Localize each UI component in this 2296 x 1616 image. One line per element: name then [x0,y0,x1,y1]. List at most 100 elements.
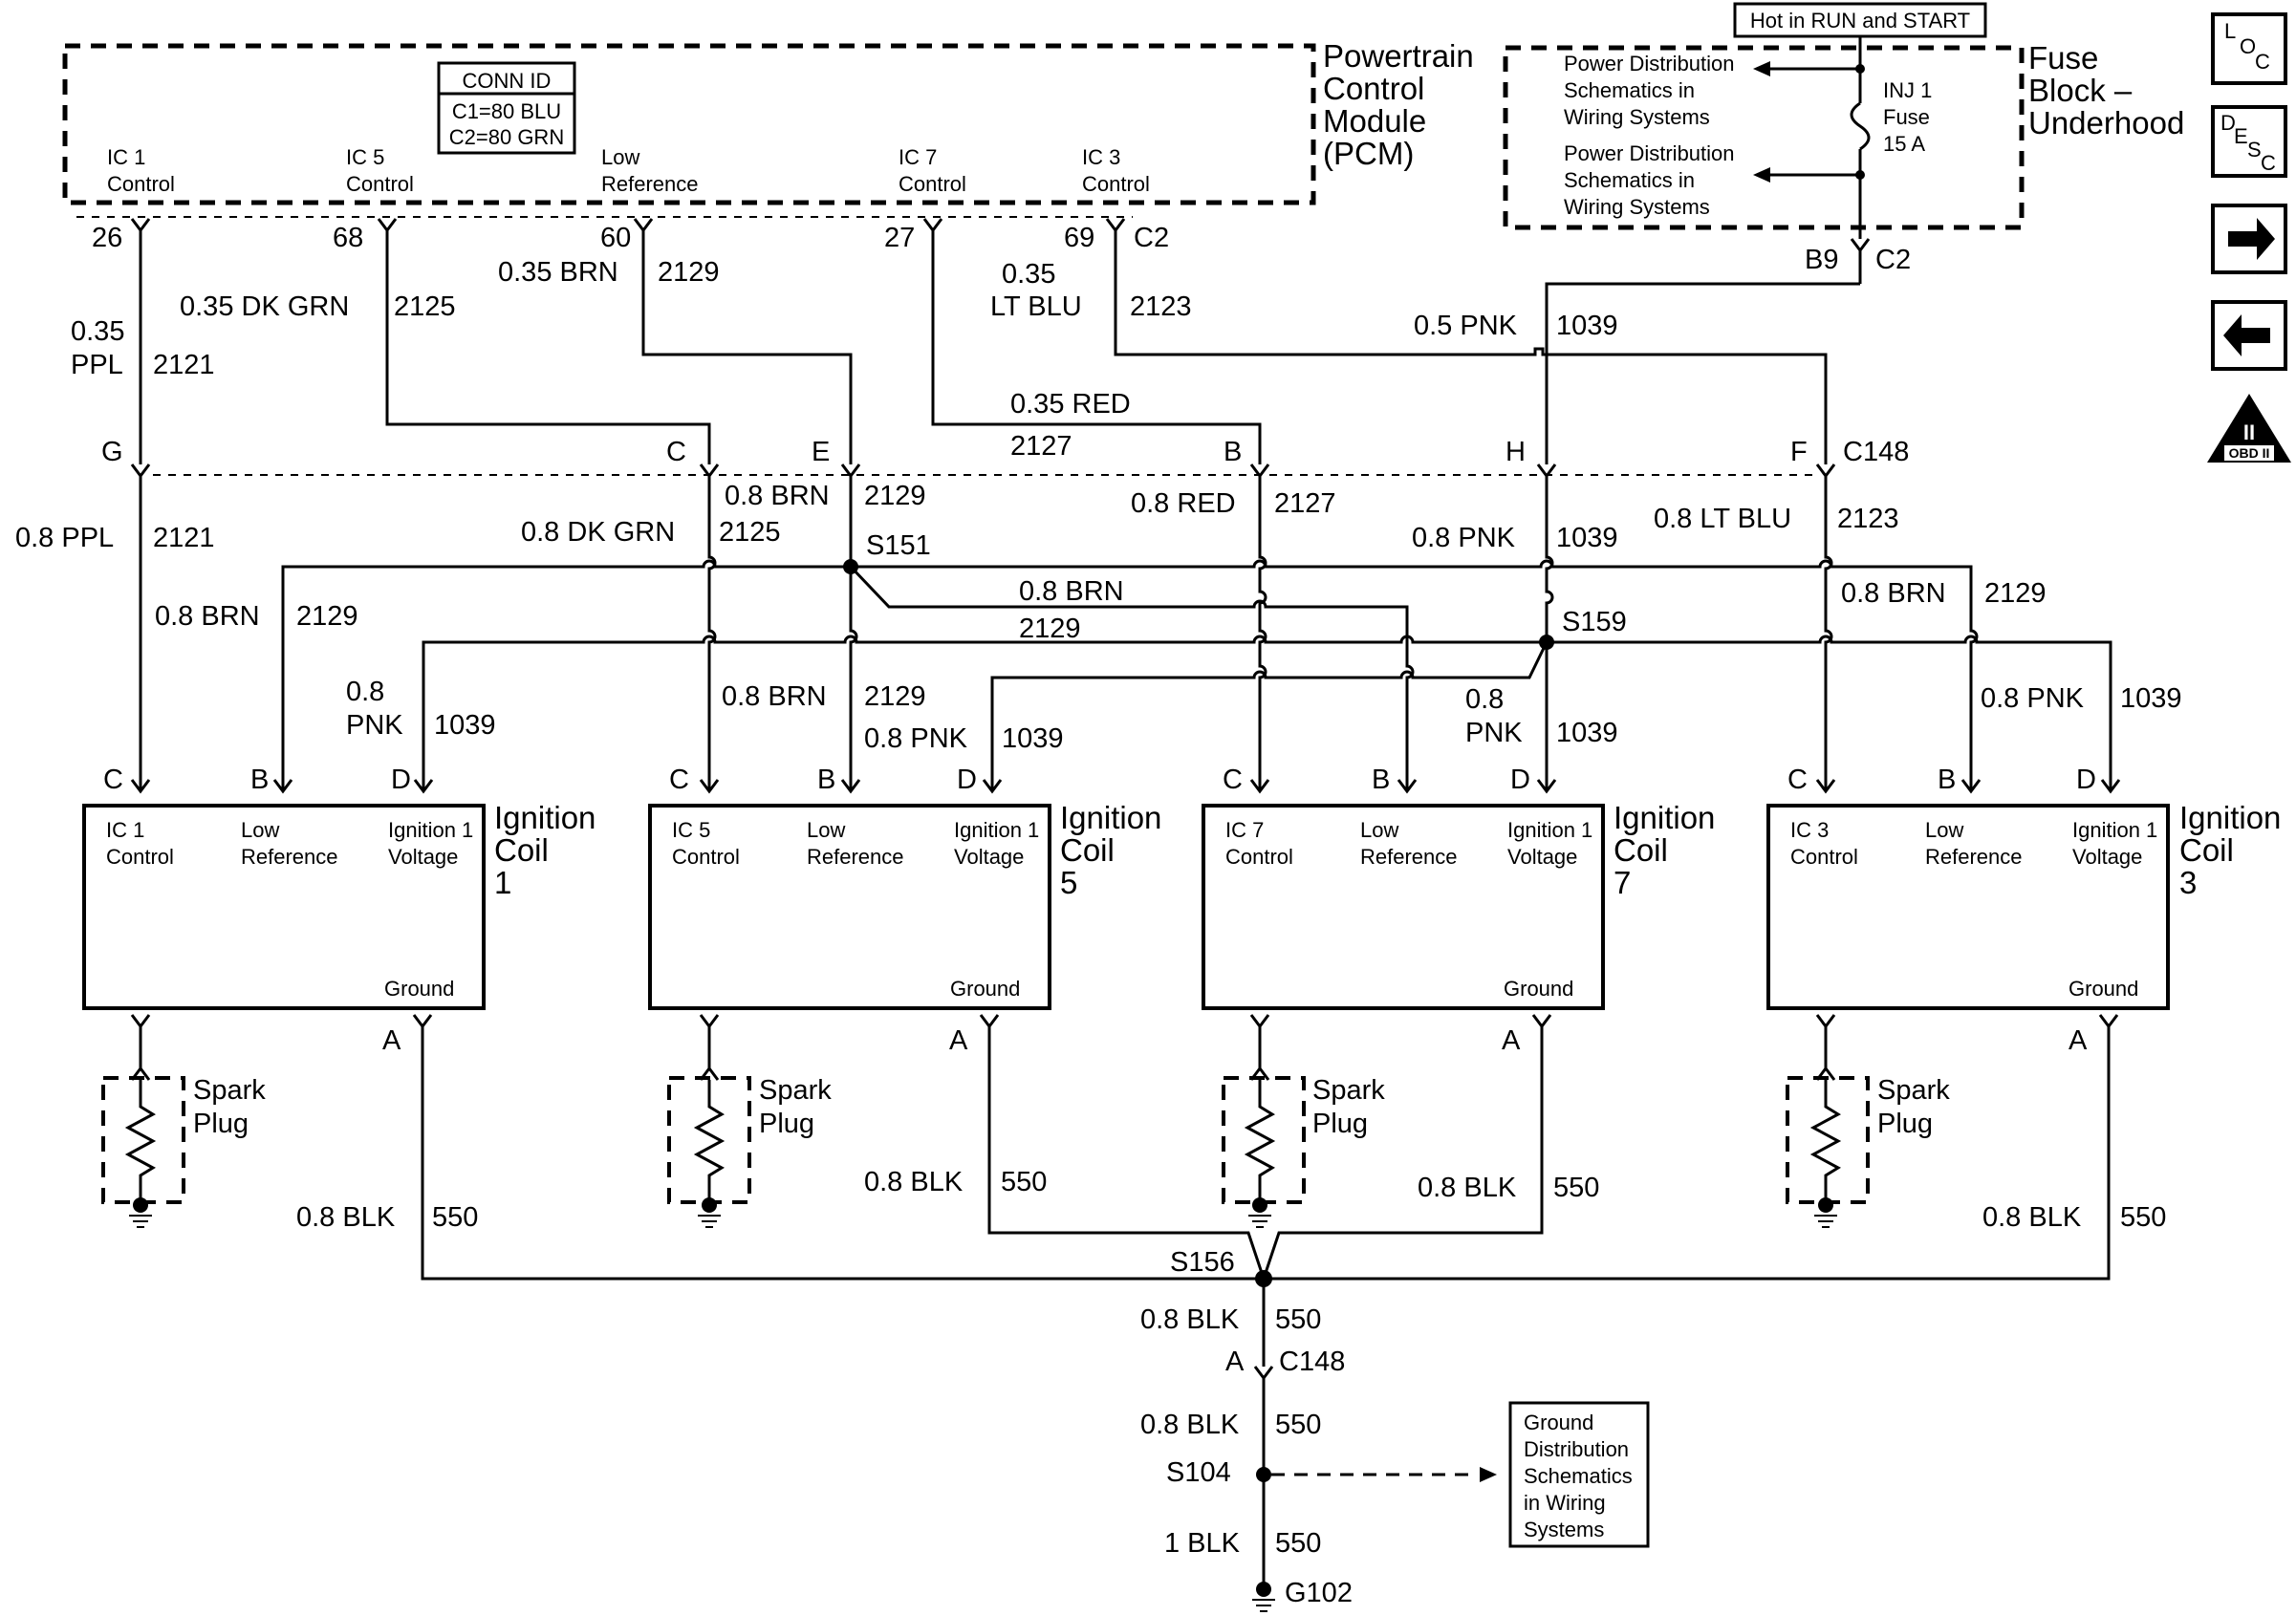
ppl-2121-gauge: 0.8 PPL [15,523,114,553]
pcm-pin-number-69: 69 [1064,223,1094,253]
connector-c148: G C E B H F C148 [101,437,1909,479]
splice-s104-dot [1256,1467,1271,1482]
trunk2-circuit: 550 [1275,1410,1321,1440]
lower-wiring: S151 S159 0.8 PPL 2121 0.8 DK GRN 2125 0… [15,476,2182,794]
w2125-circuit: 2125 [394,291,456,322]
next-arrow-icon[interactable] [2211,204,2287,274]
spark-plug-1-label2: Plug [193,1109,249,1139]
fuse-block-title-line2: Block – [2028,73,2133,108]
pnk-c7-gauge2: PNK [1465,718,1523,748]
c148-pin-h: H [1505,437,1526,467]
c148-pin-f: F [1790,437,1808,467]
svg-text:Spark: Spark [1312,1075,1385,1106]
svg-text:IC 3: IC 3 [1790,818,1829,842]
w2123-gauge2: LT BLU [990,291,1082,322]
splice-s104-label: S104 [1166,1457,1231,1488]
brn-e-circuit: 2129 [864,481,926,511]
ground-ref-line4: in Wiring [1524,1491,1606,1515]
svg-text:0.8 BLK: 0.8 BLK [1418,1173,1517,1203]
w2121-gauge2: PPL [71,350,123,380]
svg-text:Voltage: Voltage [388,845,458,869]
pcm-pin-ic1-name1: IC 1 [107,145,145,169]
loc-icon[interactable]: L O C [2211,12,2287,85]
svg-text:IC 1: IC 1 [106,818,144,842]
red-2127-circuit: 2127 [1274,488,1336,519]
w2123-circuit: 2123 [1130,291,1192,322]
pnk-c3-circuit: 1039 [2120,683,2182,714]
svg-text:L: L [2224,19,2236,43]
svg-text:IC 5: IC 5 [672,818,710,842]
svg-text:Ignition: Ignition [2179,800,2281,835]
prev-arrow-icon[interactable] [2211,300,2287,371]
svg-text:Plug: Plug [1312,1109,1368,1139]
svg-text:Ignition 1: Ignition 1 [1507,818,1592,842]
pcm-pin-ic7-name2: Control [899,172,966,196]
pcm-pin-number-27: 27 [884,223,915,253]
ground-ref-line3: Schematics [1524,1464,1633,1488]
svg-text:Reference: Reference [807,845,904,869]
ground-ref-line1: Ground [1524,1411,1593,1434]
svg-text:Coil: Coil [1060,832,1115,868]
svg-text:Low: Low [1360,818,1398,842]
svg-text:C: C [669,765,689,795]
svg-text:Reference: Reference [1925,845,2023,869]
pcm-pin-ic3-name2: Control [1082,172,1150,196]
ground-g102-label: G102 [1285,1578,1353,1608]
desc-icon[interactable]: D E S C [2211,105,2287,178]
coil1-title2: Coil [494,832,549,868]
svg-text:D: D [2076,765,2096,795]
dkgrn-2125-circuit: 2125 [719,517,781,548]
pcm-pin-ic7-name1: IC 7 [899,145,937,169]
svg-text:7: 7 [1614,865,1631,900]
brn-c5-circuit: 2129 [864,681,926,712]
pnk-c7-gauge1: 0.8 [1465,684,1504,715]
pcm-module: Powertrain Control Module (PCM) CONN ID … [62,38,1474,253]
pcm-title-line4: (PCM) [1323,136,1414,171]
svg-text:Voltage: Voltage [2072,845,2142,869]
ground-circuit: A A A A S156 0.8 BLK 550 0.8 BLK 550 0.8… [296,1014,2166,1612]
c148-pin-a: A [1225,1347,1245,1377]
ignition-coil-7: C B D IC 7 Control Low Reference Ignitio… [1202,765,1715,1010]
svg-text:A: A [949,1025,968,1056]
coil1-pin-c: C [103,765,123,795]
brn-e-gauge: 0.8 BRN [725,481,830,511]
svg-text:Control: Control [1225,845,1293,869]
svg-text:C: C [1787,765,1808,795]
brn-c1-gauge: 0.8 BRN [155,601,260,632]
svg-text:A: A [2069,1025,2088,1056]
w2121-gauge1: 0.35 [71,316,124,347]
brn-mid-circuit: 2129 [1019,614,1081,644]
svg-text:Coil: Coil [1614,832,1668,868]
power-dist-ref2-line1: Power Distribution [1564,141,1735,165]
trunk1-gauge: 0.8 BLK [1140,1304,1240,1335]
w2127-circuit: 2127 [1010,431,1072,462]
svg-text:550: 550 [1553,1173,1599,1203]
pcm-pin-ic1-name2: Control [107,172,175,196]
svg-text:Control: Control [1790,845,1858,869]
conn-id-c1: C1=80 BLU [452,99,561,123]
trunk3-circuit: 550 [1275,1528,1321,1559]
c148-pin-e: E [812,437,830,467]
svg-text:D: D [1510,765,1530,795]
svg-text:550: 550 [2120,1202,2166,1233]
pcm-pin-ic5-name1: IC 5 [346,145,384,169]
svg-text:Reference: Reference [1360,845,1458,869]
coil1-number: 1 [494,865,511,900]
c148-pin-b: B [1224,437,1242,467]
svg-text:Plug: Plug [759,1109,814,1139]
obd-ii-icon[interactable]: II OBD II [2207,394,2291,463]
ignition-coil-5: C B D IC 5 Control Low Reference Ignitio… [648,765,1161,1010]
svg-text:C: C [2261,151,2276,175]
spark-plug-1: Spark Plug [101,1014,266,1228]
hot-in-run-start-label: Hot in RUN and START [1750,9,1970,32]
svg-text:O: O [2240,34,2256,58]
power-dist-ref2-line3: Wiring Systems [1564,195,1710,219]
pnk-c1-circuit: 1039 [434,710,496,741]
fuse-connector-c2: C2 [1875,245,1911,275]
spark-plug-1-label1: Spark [193,1075,266,1106]
w2125-gauge: 0.35 DK GRN [180,291,349,322]
brn-mid-gauge: 0.8 BRN [1019,576,1124,607]
ground-wire-c1-circuit: 550 [432,1202,478,1233]
svg-text:E: E [2234,124,2248,148]
